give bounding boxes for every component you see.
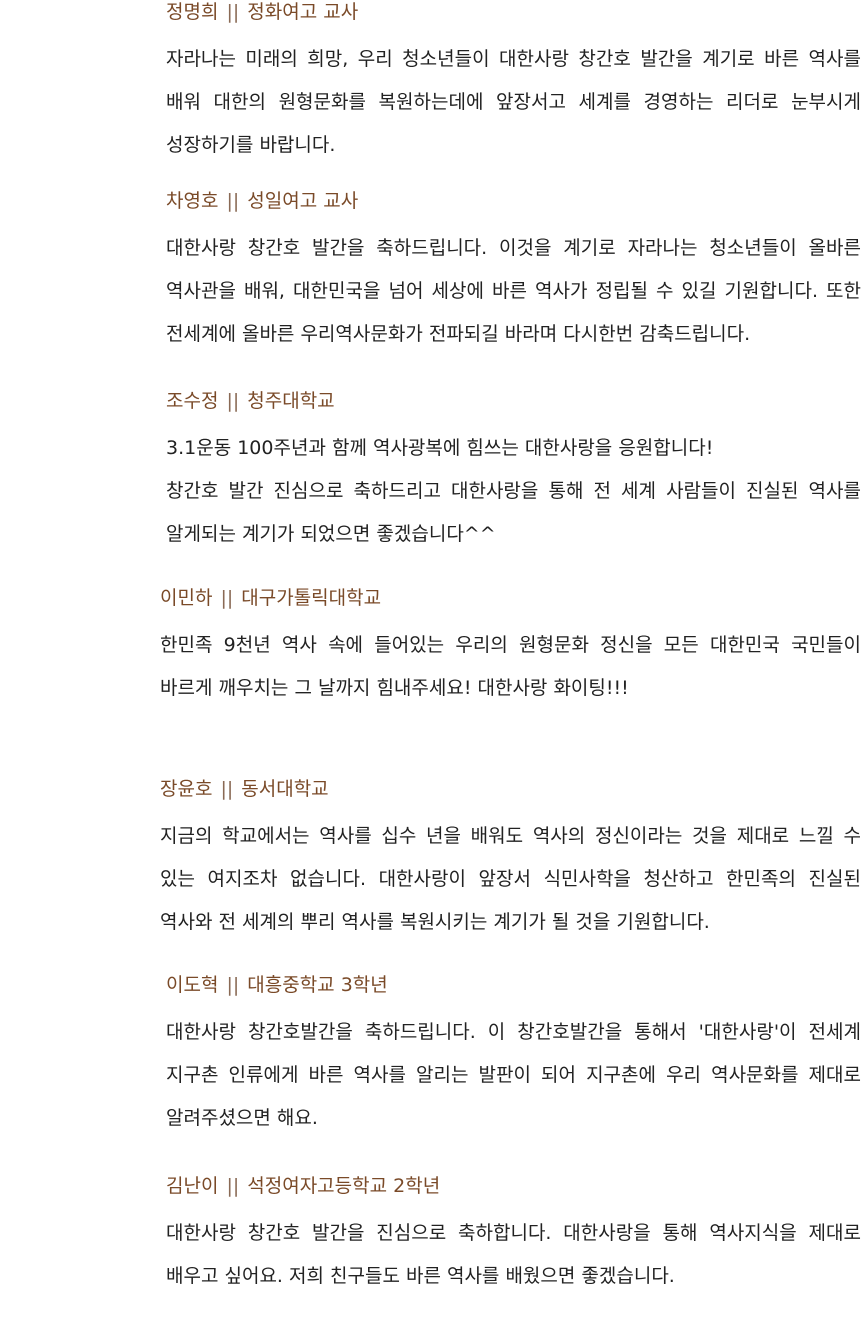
message-entry-6: 이도혁 || 대흥중학교 3학년 대한사랑 창간호발간을 축하드립니다. 이 창간호… [166, 973, 861, 1140]
author-name: 차영호 [166, 190, 219, 212]
message-text: 3.1운동 100주년과 함께 역사광복에 힘쓰는 대한사랑을 응원합니다! 창… [166, 427, 861, 556]
separator: || [226, 1, 240, 23]
entry-header: 이도혁 || 대흥중학교 3학년 [166, 973, 861, 997]
message-entry-7: 김난이 || 석정여자고등학교 2학년 대한사랑 창간호 발간을 진심으로 축하합니… [166, 1174, 861, 1298]
message-text: 대한사랑 창간호발간을 축하드립니다. 이 창간호발간을 통해서 '대한사랑'이… [166, 1021, 861, 1129]
message-entry-1: 정명희 || 정화여고 교사 자라나는 미래의 희망, 우리 청소년들이 대한사랑 … [166, 0, 861, 167]
author-name: 이민하 [160, 587, 213, 609]
entry-header: 김난이 || 석정여자고등학교 2학년 [166, 1174, 861, 1198]
author-name: 조수정 [166, 390, 219, 412]
entry-header: 정명희 || 정화여고 교사 [166, 0, 861, 24]
message-text: 지금의 학교에서는 역사를 십수 년을 배워도 역사의 정신이라는 것을 제대로… [160, 825, 861, 933]
message-entry-5: 장윤호 || 동서대학교 지금의 학교에서는 역사를 십수 년을 배워도 역사의 정… [160, 777, 861, 944]
message-line: 창간호 발간 진심으로 축하드리고 대한사랑을 통해 전 세계 사람들이 진실된… [166, 480, 861, 545]
entry-header: 장윤호 || 동서대학교 [160, 777, 861, 801]
author-name: 정명희 [166, 1, 219, 23]
author-name: 장윤호 [160, 778, 213, 800]
message-text: 한민족 9천년 역사 속에 들어있는 우리의 원형문화 정신을 모든 대한민국 … [160, 634, 861, 699]
author-affiliation: 대구가톨릭대학교 [241, 587, 382, 609]
message-entry-4: 이민하 || 대구가톨릭대학교 한민족 9천년 역사 속에 들어있는 우리의 원형문… [160, 586, 861, 710]
message-entry-2: 차영호 || 성일여고 교사 대한사랑 창간호 발간을 축하드립니다. 이것을 계기… [166, 189, 861, 356]
author-affiliation: 성일여고 교사 [247, 190, 359, 212]
separator: || [226, 974, 240, 996]
author-affiliation: 동서대학교 [241, 778, 329, 800]
message-text: 대한사랑 창간호 발간을 진심으로 축하합니다. 대한사랑을 통해 역사지식을 … [166, 1222, 861, 1287]
author-affiliation: 석정여자고등학교 2학년 [247, 1175, 441, 1197]
message-entry-3: 조수정 || 청주대학교 3.1운동 100주년과 함께 역사광복에 힘쓰는 대한사… [166, 389, 861, 556]
message-line: 3.1운동 100주년과 함께 역사광복에 힘쓰는 대한사랑을 응원합니다! [166, 437, 714, 459]
separator: || [220, 778, 234, 800]
author-affiliation: 정화여고 교사 [247, 1, 359, 23]
author-affiliation: 대흥중학교 3학년 [247, 974, 388, 996]
separator: || [226, 190, 240, 212]
entry-header: 조수정 || 청주대학교 [166, 389, 861, 413]
separator: || [220, 587, 234, 609]
separator: || [226, 390, 240, 412]
entry-header: 이민하 || 대구가톨릭대학교 [160, 586, 861, 610]
message-text: 자라나는 미래의 희망, 우리 청소년들이 대한사랑 창간호 발간을 계기로 바… [166, 48, 861, 156]
entry-header: 차영호 || 성일여고 교사 [166, 189, 861, 213]
separator: || [226, 1175, 240, 1197]
author-name: 김난이 [166, 1175, 219, 1197]
author-name: 이도혁 [166, 974, 219, 996]
message-text: 대한사랑 창간호 발간을 축하드립니다. 이것을 계기로 자라나는 청소년들이 … [166, 237, 861, 345]
author-affiliation: 청주대학교 [247, 390, 335, 412]
